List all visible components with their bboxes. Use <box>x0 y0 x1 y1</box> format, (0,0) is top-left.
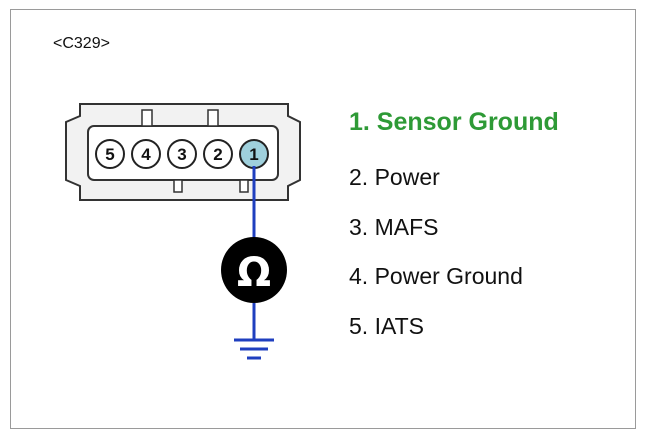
legend-item-iats: 5. IATS <box>349 313 424 339</box>
ohm-symbol: Ω <box>237 250 271 296</box>
legend-item-mafs: 3. MAFS <box>349 214 439 240</box>
ohm-meter-icon: Ω <box>221 237 287 303</box>
pin-4: 4 <box>131 139 161 169</box>
pin-4-label: 4 <box>141 145 151 164</box>
pin-5: 5 <box>95 139 125 169</box>
pin-1-measured: 1 <box>239 139 269 169</box>
legend-item-power: 2. Power <box>349 164 440 190</box>
connector-key-top-left <box>141 109 153 127</box>
pin-2-label: 2 <box>213 145 222 164</box>
ground-icon <box>234 338 274 360</box>
diagram-frame <box>10 9 636 429</box>
connector-id-label: <C329> <box>53 35 110 52</box>
pin-5-label: 5 <box>105 145 114 164</box>
pin-1-label: 1 <box>249 145 258 164</box>
legend-item-power-ground: 4. Power Ground <box>349 263 523 289</box>
connector-key-bottom-right <box>239 179 249 193</box>
connector-key-bottom-left <box>173 179 183 193</box>
pin-3-label: 3 <box>177 145 186 164</box>
pin-2: 2 <box>203 139 233 169</box>
legend-item-sensor-ground: 1. Sensor Ground <box>349 108 559 136</box>
pin-3: 3 <box>167 139 197 169</box>
connector-key-top-right <box>207 109 219 127</box>
